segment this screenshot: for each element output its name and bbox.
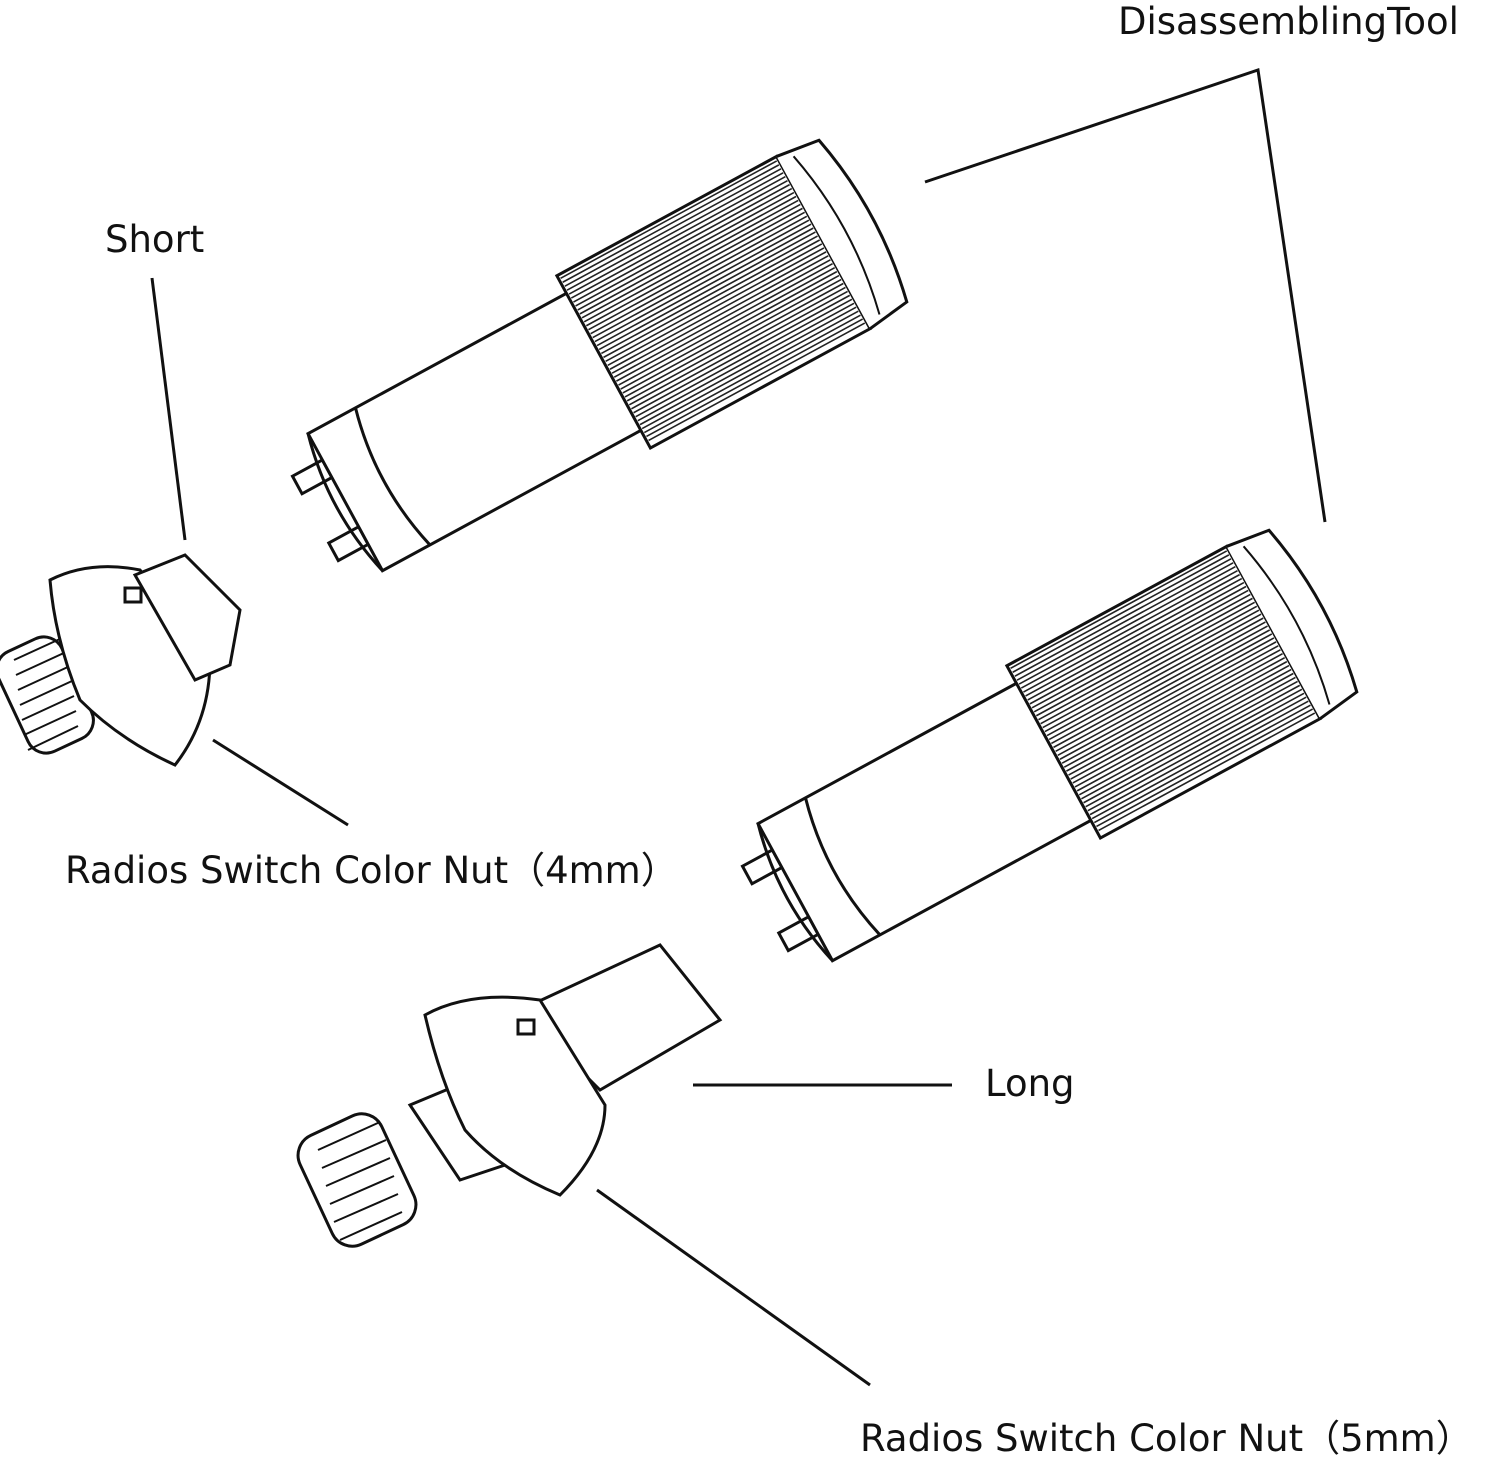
label-long: Long (985, 1062, 1075, 1105)
disassembling-tool-lower (717, 518, 1370, 996)
label-short: Short (105, 218, 205, 261)
label-nut-5mm: Radios Switch Color Nut（5mm） (860, 1417, 1473, 1457)
label-nut-4mm: Radios Switch Color Nut（4mm） (65, 849, 678, 892)
color-nut-5mm (296, 943, 723, 1248)
leader-lines (150, 68, 1327, 1387)
color-nut-4mm (0, 553, 242, 767)
disassembling-tool-upper (267, 128, 920, 606)
label-disassembling-tool: DisassemblingTool (1118, 0, 1459, 43)
